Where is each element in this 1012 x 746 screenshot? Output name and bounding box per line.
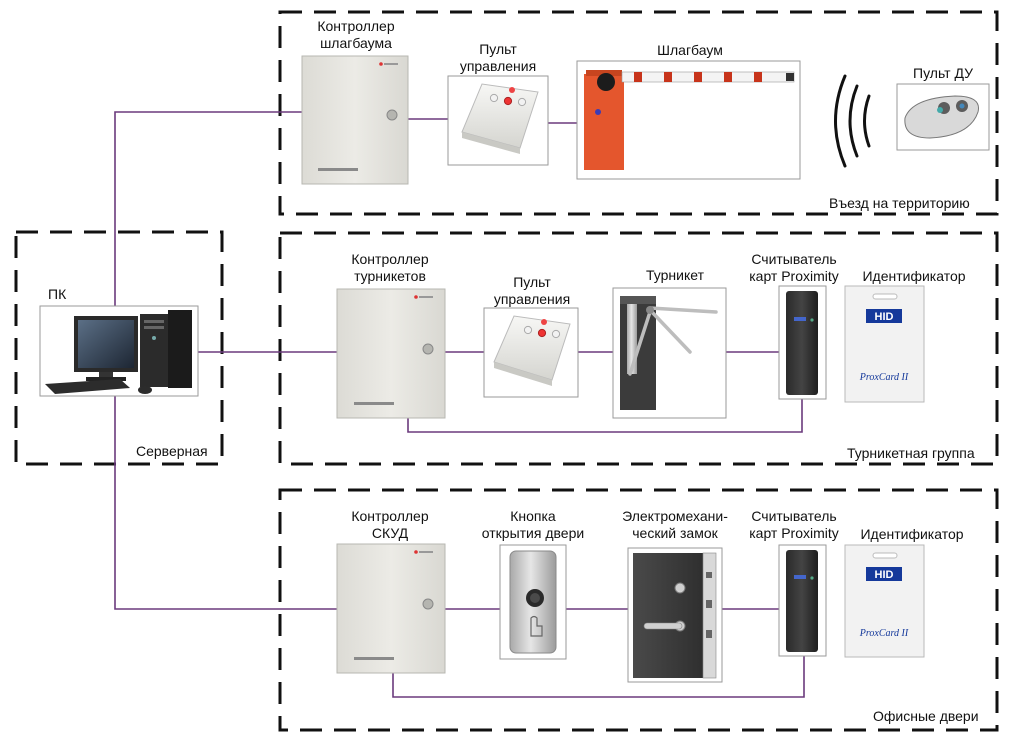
pc-device [39,305,199,397]
proximity-reader-2 [778,544,827,657]
line-pc-to-acs-controller [114,392,337,610]
proximity-card-2: HID ProxCard II [844,544,925,658]
pc-tower-icon [140,310,192,388]
turnstile-controller-label-2: турникетов [354,268,426,284]
door-button-label-1: Кнопка [510,508,556,524]
door-open-button [499,544,567,660]
reader-2-label-2: карт Proximity [749,525,839,541]
zone-entry-border [278,10,999,216]
turnstile-device [612,287,727,419]
server-room-label: Серверная [136,443,208,459]
monitor-icon [74,316,138,381]
card-1-product: ProxCard II [859,372,909,383]
barrier-controller-label-1: Контроллер [317,18,395,34]
card-2-product: ProxCard II [859,628,909,639]
entry-zone-label: Въезд на территорию [829,195,970,211]
turnstile-remote-panel [483,307,579,398]
line-turnstile-reader-return [407,399,803,433]
lock-label-2: ческий замок [632,525,718,541]
barrier-controller-label-2: шлагбаума [320,35,392,51]
zone-server-border [14,230,224,466]
reader-1-label-1: Считыватель [751,251,837,267]
turnstile-controller-box [336,288,446,419]
turnstile-controller-label-1: Контроллер [351,251,429,267]
mouse-icon [138,386,152,394]
turnstile-label: Турникет [646,267,704,283]
reader-2-label-1: Считыватель [751,508,837,524]
identifier-1-label: Идентификатор [862,268,966,284]
zone-borders [14,10,999,732]
barrier-label: Шлагбаум [657,42,723,58]
barrier-device [576,60,801,180]
door-button-label-2: открытия двери [481,525,585,541]
turnstile-panel-label-2: управления [493,291,571,307]
zone-turnstile-border [278,231,999,466]
reader-1-label-2: карт Proximity [749,268,839,284]
acs-controller-label-2: СКУД [371,525,409,541]
turnstile-group-label: Турникетная группа [847,445,975,461]
remote-control-label: Пульт ДУ [913,65,973,81]
barrier-panel-label-1: Пульт [479,41,517,57]
acs-controller-label-1: Контроллер [351,508,429,524]
key-fob-icon [896,83,990,151]
keyboard-icon [45,379,130,394]
acs-controller-box [336,543,446,674]
proximity-card-1: HID ProxCard II [844,285,925,403]
connection-lines [114,111,805,698]
proximity-reader-1 [778,285,827,400]
line-office-reader-return [392,654,805,698]
pc-label: ПК [48,286,67,302]
lock-label-1: Электромехани- [622,508,728,524]
identifier-2-label: Идентификатор [860,526,964,542]
barrier-panel-label-2: управления [459,58,537,74]
electromechanical-lock [627,547,723,683]
zone-office-border [278,488,999,732]
signal-waves-icon [834,74,871,168]
card-2-brand: HID [875,569,894,581]
card-1-brand: HID [875,311,894,323]
barrier-remote-panel [447,75,549,166]
office-doors-label: Офисные двери [873,708,979,724]
turnstile-panel-label-1: Пульт [513,274,551,290]
barrier-controller-box [301,55,409,185]
line-pc-to-barrier-controller [114,111,302,307]
